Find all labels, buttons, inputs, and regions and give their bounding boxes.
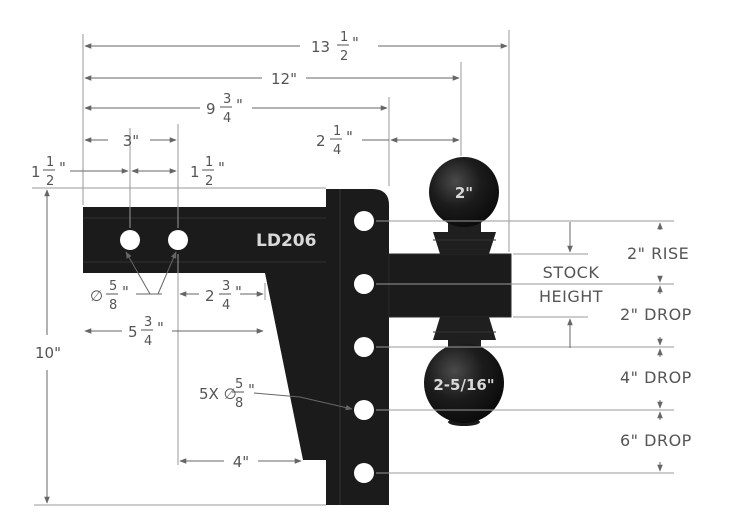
svg-text:8: 8 bbox=[109, 298, 117, 313]
svg-text:3: 3 bbox=[223, 92, 231, 107]
pin-hole bbox=[354, 274, 374, 294]
svg-text:∅: ∅ bbox=[90, 287, 103, 305]
dim-pin-to-ball: 2 1 4 " bbox=[316, 124, 353, 158]
svg-text:1: 1 bbox=[46, 155, 54, 170]
svg-text:": " bbox=[235, 283, 242, 301]
pin-hole bbox=[354, 400, 374, 420]
svg-text:3: 3 bbox=[144, 315, 152, 330]
dimension-lines bbox=[44, 43, 663, 504]
svg-text:": " bbox=[352, 34, 359, 52]
dim-overall-height: 10" bbox=[35, 344, 61, 362]
svg-text:": " bbox=[346, 128, 353, 146]
svg-text:4: 4 bbox=[333, 143, 341, 158]
svg-text:1: 1 bbox=[190, 163, 200, 181]
model-label: LD206 bbox=[256, 231, 316, 251]
shank-hole bbox=[168, 230, 188, 250]
svg-text:2: 2 bbox=[340, 49, 348, 64]
svg-text:4: 4 bbox=[222, 298, 230, 313]
svg-text:2: 2 bbox=[316, 132, 326, 150]
dim-hole-offset: 1 1 2 " bbox=[190, 155, 225, 189]
pin-hole bbox=[354, 337, 374, 357]
dim-overall-length: 13 1 2 " bbox=[311, 30, 359, 64]
svg-text:1: 1 bbox=[31, 163, 41, 181]
dim-to-ball-center: 12" bbox=[271, 70, 297, 88]
dim-to-pin-line: 9 3 4 " bbox=[206, 92, 243, 126]
dim-end-offset: 1 1 2 " bbox=[31, 155, 66, 189]
svg-text:": " bbox=[236, 96, 243, 114]
pin-hole bbox=[354, 211, 374, 231]
hitch-body: LD206 2" 2-5/16" bbox=[83, 157, 512, 505]
dim-pin-holes: 5X ∅ 5 8 " bbox=[199, 377, 255, 411]
shank-hole bbox=[120, 230, 140, 250]
ball-mount bbox=[389, 254, 511, 317]
dim-hole-spacing: 3" bbox=[123, 132, 139, 150]
svg-text:": " bbox=[59, 159, 66, 177]
svg-text:5: 5 bbox=[128, 323, 138, 341]
position-rise-2: 2" RISE bbox=[627, 244, 689, 263]
lower-ball-size: 2-5/16" bbox=[433, 376, 494, 394]
svg-text:": " bbox=[248, 381, 255, 399]
svg-text:5X ∅: 5X ∅ bbox=[199, 385, 237, 403]
svg-text:4: 4 bbox=[223, 111, 231, 126]
svg-text:2: 2 bbox=[205, 287, 215, 305]
svg-text:2: 2 bbox=[46, 174, 54, 189]
pin-hole bbox=[354, 463, 374, 483]
dimension-labels: 13 1 2 " 12" 9 3 4 " 2 1 4 " 3" 1 1 bbox=[31, 30, 692, 471]
dim-to-gusset: 5 3 4 " bbox=[128, 315, 164, 349]
lower-ball bbox=[424, 343, 504, 423]
svg-text:1: 1 bbox=[340, 30, 348, 45]
svg-text:1: 1 bbox=[205, 155, 213, 170]
stock-height-line2: HEIGHT bbox=[539, 287, 603, 306]
svg-text:9: 9 bbox=[206, 100, 216, 118]
svg-text:4: 4 bbox=[144, 334, 152, 349]
dim-gusset-start: 2 3 4 " bbox=[205, 279, 242, 313]
svg-text:": " bbox=[157, 319, 164, 337]
svg-text:13: 13 bbox=[311, 38, 330, 56]
svg-text:": " bbox=[218, 159, 225, 177]
upper-ball-size: 2" bbox=[455, 184, 473, 202]
svg-text:5: 5 bbox=[235, 377, 243, 392]
svg-text:3: 3 bbox=[222, 279, 230, 294]
position-drop-6: 6" DROP bbox=[620, 431, 692, 450]
svg-text:1: 1 bbox=[333, 124, 341, 139]
upper-ball bbox=[429, 157, 499, 227]
position-drop-4: 4" DROP bbox=[620, 368, 692, 387]
svg-text:5: 5 bbox=[109, 279, 117, 294]
extension-lines bbox=[32, 30, 674, 506]
svg-text:2: 2 bbox=[205, 174, 213, 189]
stock-height-line1: STOCK bbox=[543, 263, 600, 282]
dim-hole-dia: ∅ 5 8 " bbox=[90, 279, 129, 313]
svg-text:": " bbox=[122, 283, 129, 301]
gusset bbox=[265, 273, 333, 460]
position-drop-2: 2" DROP bbox=[620, 305, 692, 324]
dim-gusset-base: 4" bbox=[233, 453, 249, 471]
svg-text:8: 8 bbox=[235, 396, 243, 411]
